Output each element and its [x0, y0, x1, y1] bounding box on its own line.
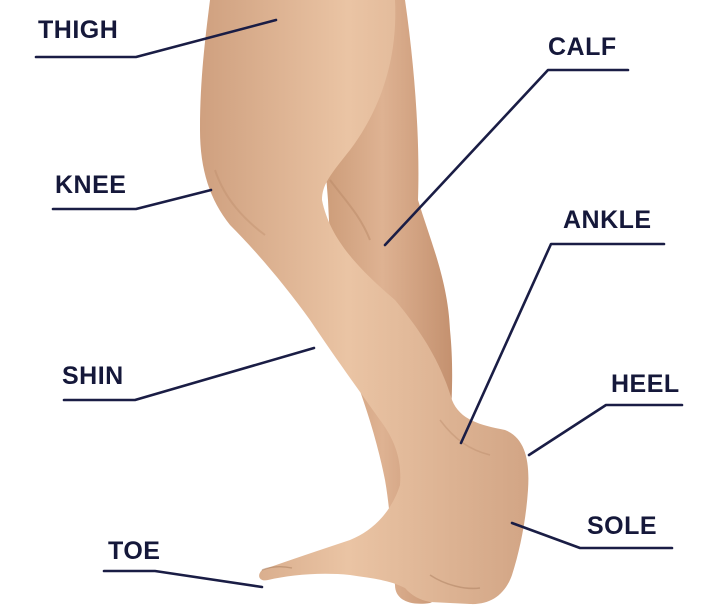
label-knee: KNEE [55, 171, 126, 199]
leader-thigh [34, 18, 278, 59]
leader-heel [527, 403, 684, 457]
label-sole: SOLE [587, 512, 657, 540]
label-shin: SHIN [62, 362, 124, 390]
leader-ankle [459, 242, 666, 445]
leader-lines [34, 18, 684, 589]
label-ankle: ANKLE [563, 206, 652, 234]
leader-sole [510, 521, 674, 550]
label-heel: HEEL [611, 370, 680, 398]
leader-calf [383, 68, 630, 247]
label-toe: TOE [108, 537, 160, 565]
leader-toe [102, 569, 264, 589]
labels: THIGH KNEE SHIN TOE CALF ANKLE HEEL SOLE [38, 16, 680, 565]
leader-shin [62, 346, 316, 402]
leader-knee [51, 188, 213, 211]
front-leg [200, 0, 529, 605]
label-calf: CALF [548, 33, 617, 61]
label-thigh: THIGH [38, 16, 118, 44]
